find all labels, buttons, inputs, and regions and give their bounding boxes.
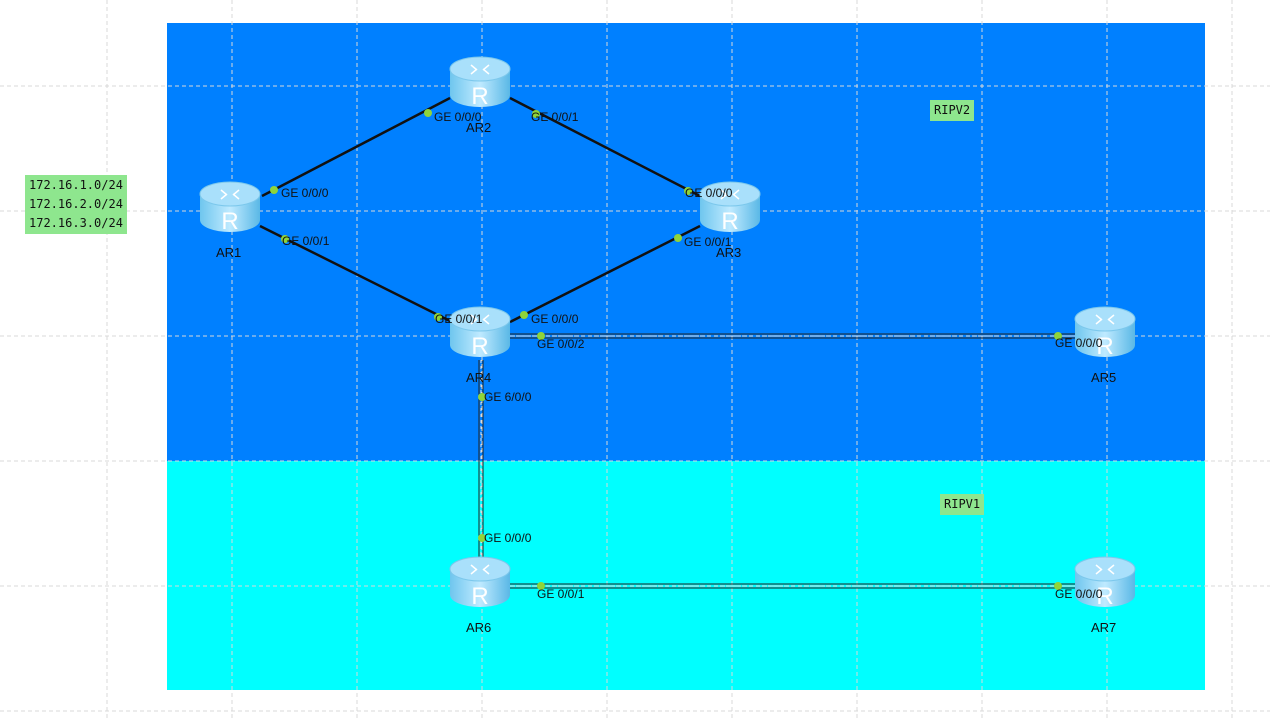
- router-ar1[interactable]: [199, 180, 261, 236]
- port-dot: [532, 110, 540, 118]
- port-dot: [537, 332, 545, 340]
- router-icon: [449, 55, 511, 111]
- port-dot: [1054, 332, 1062, 340]
- port-dot: [674, 234, 682, 242]
- port-label: GE 0/0/1: [684, 235, 732, 249]
- router-ar7[interactable]: [1074, 555, 1136, 611]
- ripv1-label: RIPV1: [940, 494, 985, 515]
- router-icon: [1074, 555, 1136, 611]
- router-label: AR4: [466, 370, 492, 385]
- router-label: AR7: [1091, 620, 1117, 635]
- port-label: GE 0/0/0: [434, 110, 482, 124]
- port-label: GE 0/0/0: [685, 186, 733, 200]
- network-entry: 172.16.1.0/24: [29, 178, 123, 192]
- link-ar1-ar2: [261, 96, 451, 198]
- network-entry: 172.16.3.0/24: [29, 216, 123, 230]
- port-label: GE 0/0/0: [484, 531, 532, 545]
- port-label: GE 6/0/0: [484, 390, 532, 404]
- router-ar5[interactable]: [1074, 305, 1136, 361]
- port-label: GE 0/0/1: [531, 110, 579, 124]
- port-dot: [270, 186, 278, 194]
- router-label: AR1: [216, 245, 242, 260]
- port-dot: [520, 311, 528, 319]
- port-dot: [537, 582, 545, 590]
- port-label: GE 0/0/0: [281, 186, 329, 200]
- ripv1-area: [167, 461, 1205, 690]
- router-ar2[interactable]: [449, 55, 511, 111]
- networks-note: 172.16.1.0/24 172.16.2.0/24 172.16.3.0/2…: [25, 175, 127, 234]
- port-dot: [434, 313, 442, 321]
- link-ar2-ar3: [509, 96, 701, 198]
- ripv2-label: RIPV2: [930, 100, 975, 121]
- port-label: GE 0/0/2: [537, 337, 585, 351]
- port-dot: [478, 534, 486, 542]
- port-label: GE 0/0/0: [1055, 336, 1103, 350]
- router-label: AR6: [466, 620, 492, 635]
- link-ar1-ar4: [259, 224, 453, 324]
- port-label: GE 0/0/0: [531, 312, 579, 326]
- port-dot: [1054, 582, 1062, 590]
- port-label: GE 0/0/0: [1055, 587, 1103, 601]
- router-label: AR5: [1091, 370, 1117, 385]
- router-icon: [1074, 305, 1136, 361]
- port-dot: [684, 187, 692, 195]
- port-dot: [478, 393, 486, 401]
- port-label: GE 0/0/1: [282, 234, 330, 248]
- port-dot: [281, 235, 289, 243]
- router-label: AR2: [466, 120, 492, 135]
- ripv2-area: [167, 23, 1205, 461]
- router-icon: [199, 180, 261, 236]
- port-label: GE 0/0/1: [435, 312, 483, 326]
- link-ar3-ar4: [509, 224, 701, 324]
- port-label: GE 0/0/1: [537, 587, 585, 601]
- port-dot: [424, 109, 432, 117]
- router-ar6[interactable]: [449, 555, 511, 611]
- router-icon: [449, 555, 511, 611]
- network-entry: 172.16.2.0/24: [29, 197, 123, 211]
- router-label: AR3: [716, 245, 742, 260]
